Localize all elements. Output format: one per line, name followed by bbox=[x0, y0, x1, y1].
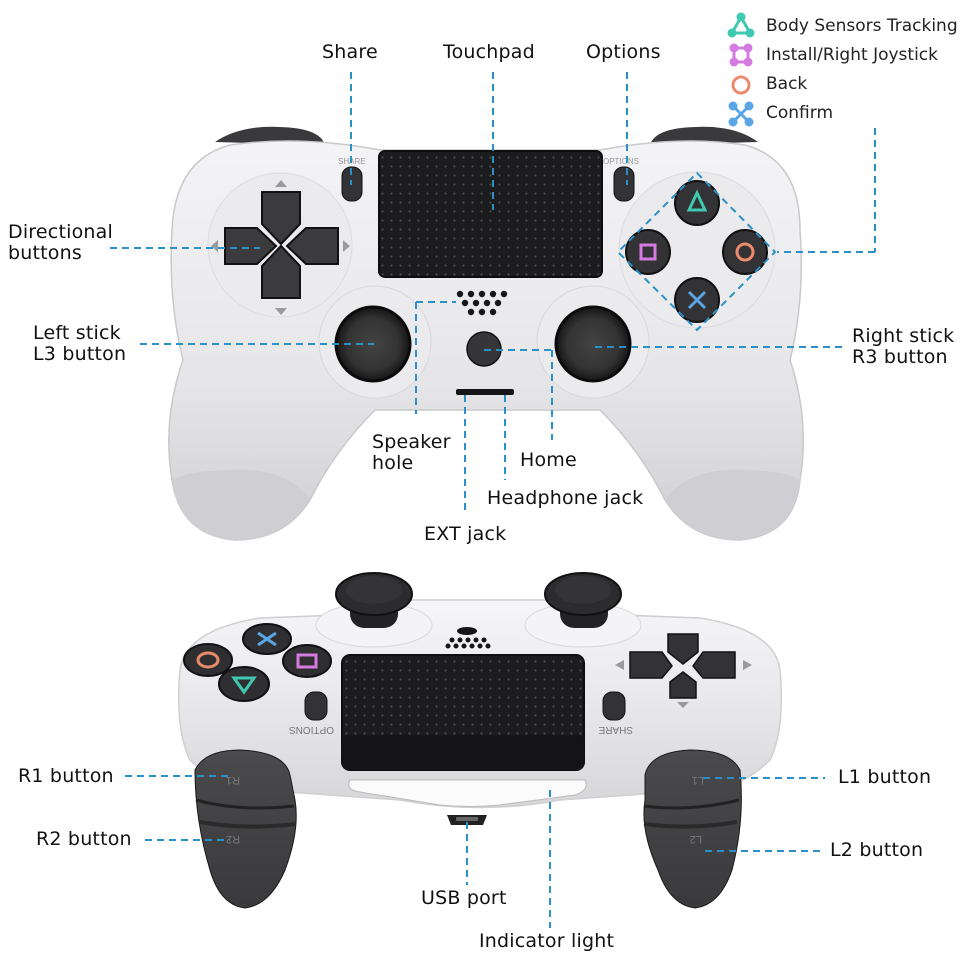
options-button[interactable] bbox=[613, 166, 635, 202]
label-speaker-line1: Speaker bbox=[372, 431, 451, 453]
label-home: Home bbox=[520, 449, 577, 471]
front-leader-lines bbox=[110, 72, 876, 515]
top-left-stick[interactable] bbox=[544, 572, 622, 628]
label-r2-button: R2 button bbox=[36, 828, 132, 850]
options-engraving: OPTIONS bbox=[603, 157, 639, 166]
face-buttons-leader bbox=[616, 171, 777, 332]
top-touchpad-front bbox=[342, 735, 584, 770]
r-trigger-body bbox=[194, 749, 297, 909]
label-speaker-line2: hole bbox=[372, 452, 414, 474]
l1-engraving: L1 bbox=[692, 774, 704, 786]
top-dpad[interactable] bbox=[629, 633, 736, 699]
top-square-button[interactable] bbox=[282, 644, 332, 678]
label-l2-button: L2 button bbox=[830, 839, 924, 861]
dpad-down[interactable] bbox=[261, 244, 301, 299]
indicator-light-bar bbox=[348, 779, 587, 807]
label-indicator-light: Indicator light bbox=[479, 930, 615, 952]
r1-r2-triggers[interactable]: R1 R2 bbox=[194, 749, 297, 909]
label-usb-port: USB port bbox=[421, 887, 507, 909]
top-share-button[interactable] bbox=[602, 691, 626, 721]
square-button[interactable] bbox=[625, 229, 671, 275]
label-ext-jack: EXT jack bbox=[424, 523, 507, 545]
label-l1-button: L1 button bbox=[838, 766, 932, 788]
label-options: Options bbox=[586, 41, 661, 63]
dpad-arrows-icon bbox=[211, 180, 350, 315]
label-touchpad: Touchpad bbox=[443, 41, 535, 63]
label-right-stick-line1: Right stick bbox=[852, 325, 955, 347]
dpad-left[interactable] bbox=[224, 227, 278, 265]
l2-engraving: L2 bbox=[690, 833, 702, 845]
label-directional-line2: buttons bbox=[8, 242, 82, 264]
l-trigger-body bbox=[643, 749, 742, 909]
legend-label-cross: Confirm bbox=[766, 103, 834, 123]
cross-button[interactable] bbox=[674, 277, 720, 323]
top-speaker-grill bbox=[445, 627, 491, 649]
dpad-right[interactable] bbox=[285, 227, 339, 265]
top-leader-lines bbox=[125, 775, 825, 928]
legend-label-square: Install/Right Joystick bbox=[766, 45, 938, 65]
dpad[interactable] bbox=[224, 191, 339, 299]
top-share-engraving: SHARE bbox=[598, 724, 633, 735]
label-headphone-jack: Headphone jack bbox=[487, 487, 644, 509]
speaker-grill bbox=[456, 290, 508, 316]
top-cross-button[interactable] bbox=[242, 623, 292, 655]
label-directional-line1: Directional bbox=[8, 221, 113, 243]
ext-headphone-slot bbox=[456, 389, 514, 395]
legend-label-triangle: Body Sensors Tracking bbox=[766, 16, 958, 36]
circle-button[interactable] bbox=[722, 229, 768, 275]
top-right-stick[interactable] bbox=[335, 572, 413, 628]
touchpad[interactable] bbox=[378, 150, 603, 278]
dpad-up[interactable] bbox=[261, 191, 301, 246]
right-stick[interactable] bbox=[554, 305, 632, 383]
left-grip bbox=[172, 470, 310, 540]
dpad-well bbox=[207, 172, 353, 318]
triangle-button[interactable] bbox=[674, 180, 720, 226]
usb-port-inner bbox=[456, 817, 478, 821]
top-circle-button[interactable] bbox=[183, 643, 233, 677]
top-options-engraving: OPTIONS bbox=[289, 724, 334, 735]
right-grip bbox=[665, 470, 800, 540]
r1-bump bbox=[650, 126, 758, 145]
r1-engraving: R1 bbox=[226, 774, 240, 786]
label-right-stick-line2: R3 button bbox=[852, 346, 948, 368]
label-left-stick-line2: L3 button bbox=[33, 343, 127, 365]
top-triangle-button[interactable] bbox=[218, 666, 270, 702]
top-dpad-arrows-icon bbox=[615, 660, 752, 708]
label-left-stick-line1: Left stick bbox=[33, 322, 121, 344]
r2-engraving: R2 bbox=[226, 833, 240, 845]
label-share: Share bbox=[322, 41, 378, 63]
label-r1-button: R1 button bbox=[18, 765, 114, 787]
top-options-button[interactable] bbox=[304, 691, 328, 721]
legend-label-circle: Back bbox=[766, 74, 808, 94]
l1-l2-triggers[interactable]: L1 L2 bbox=[643, 749, 742, 909]
